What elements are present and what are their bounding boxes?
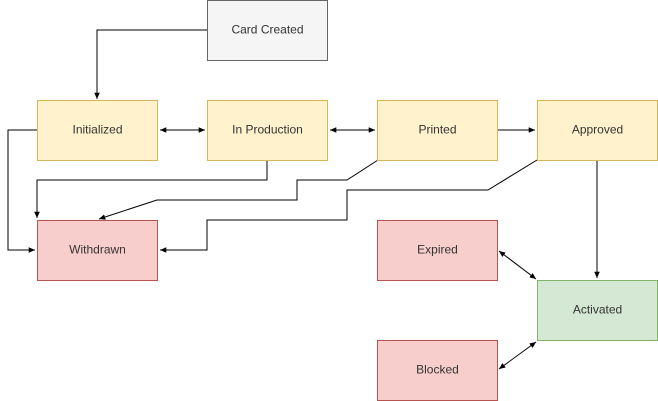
node-label: Activated	[573, 303, 622, 317]
node-label: Card Created	[231, 23, 303, 37]
node-label: In Production	[232, 123, 303, 137]
edge-card-created-to-initialized	[94, 29, 207, 99]
nodes-layer: Card Created Initialized In Production P…	[37, 0, 658, 401]
node-withdrawn[interactable]: Withdrawn	[37, 220, 158, 281]
node-card-created[interactable]: Card Created	[207, 0, 328, 61]
node-in-production[interactable]: In Production	[207, 100, 328, 161]
edge-printed-to-withdrawn	[98, 159, 379, 220]
node-label: Approved	[572, 123, 623, 137]
node-label: Initialized	[72, 123, 122, 137]
edge-initialized-to-withdrawn	[7, 129, 37, 253]
node-label: Expired	[417, 243, 458, 257]
edge-approved-to-withdrawn	[160, 159, 538, 253]
edge-expired-activated	[498, 250, 537, 280]
node-blocked[interactable]: Blocked	[377, 340, 498, 401]
node-printed[interactable]: Printed	[377, 100, 498, 161]
edges-layer	[7, 29, 600, 370]
node-label: Withdrawn	[69, 243, 126, 257]
node-label: Blocked	[416, 363, 459, 377]
edge-in-production-to-withdrawn	[34, 160, 268, 218]
edge-blocked-activated	[498, 341, 537, 370]
node-approved[interactable]: Approved	[537, 100, 658, 161]
node-expired[interactable]: Expired	[377, 220, 498, 281]
node-label: Printed	[418, 123, 456, 137]
node-activated[interactable]: Activated	[537, 280, 658, 341]
node-initialized[interactable]: Initialized	[37, 100, 158, 161]
